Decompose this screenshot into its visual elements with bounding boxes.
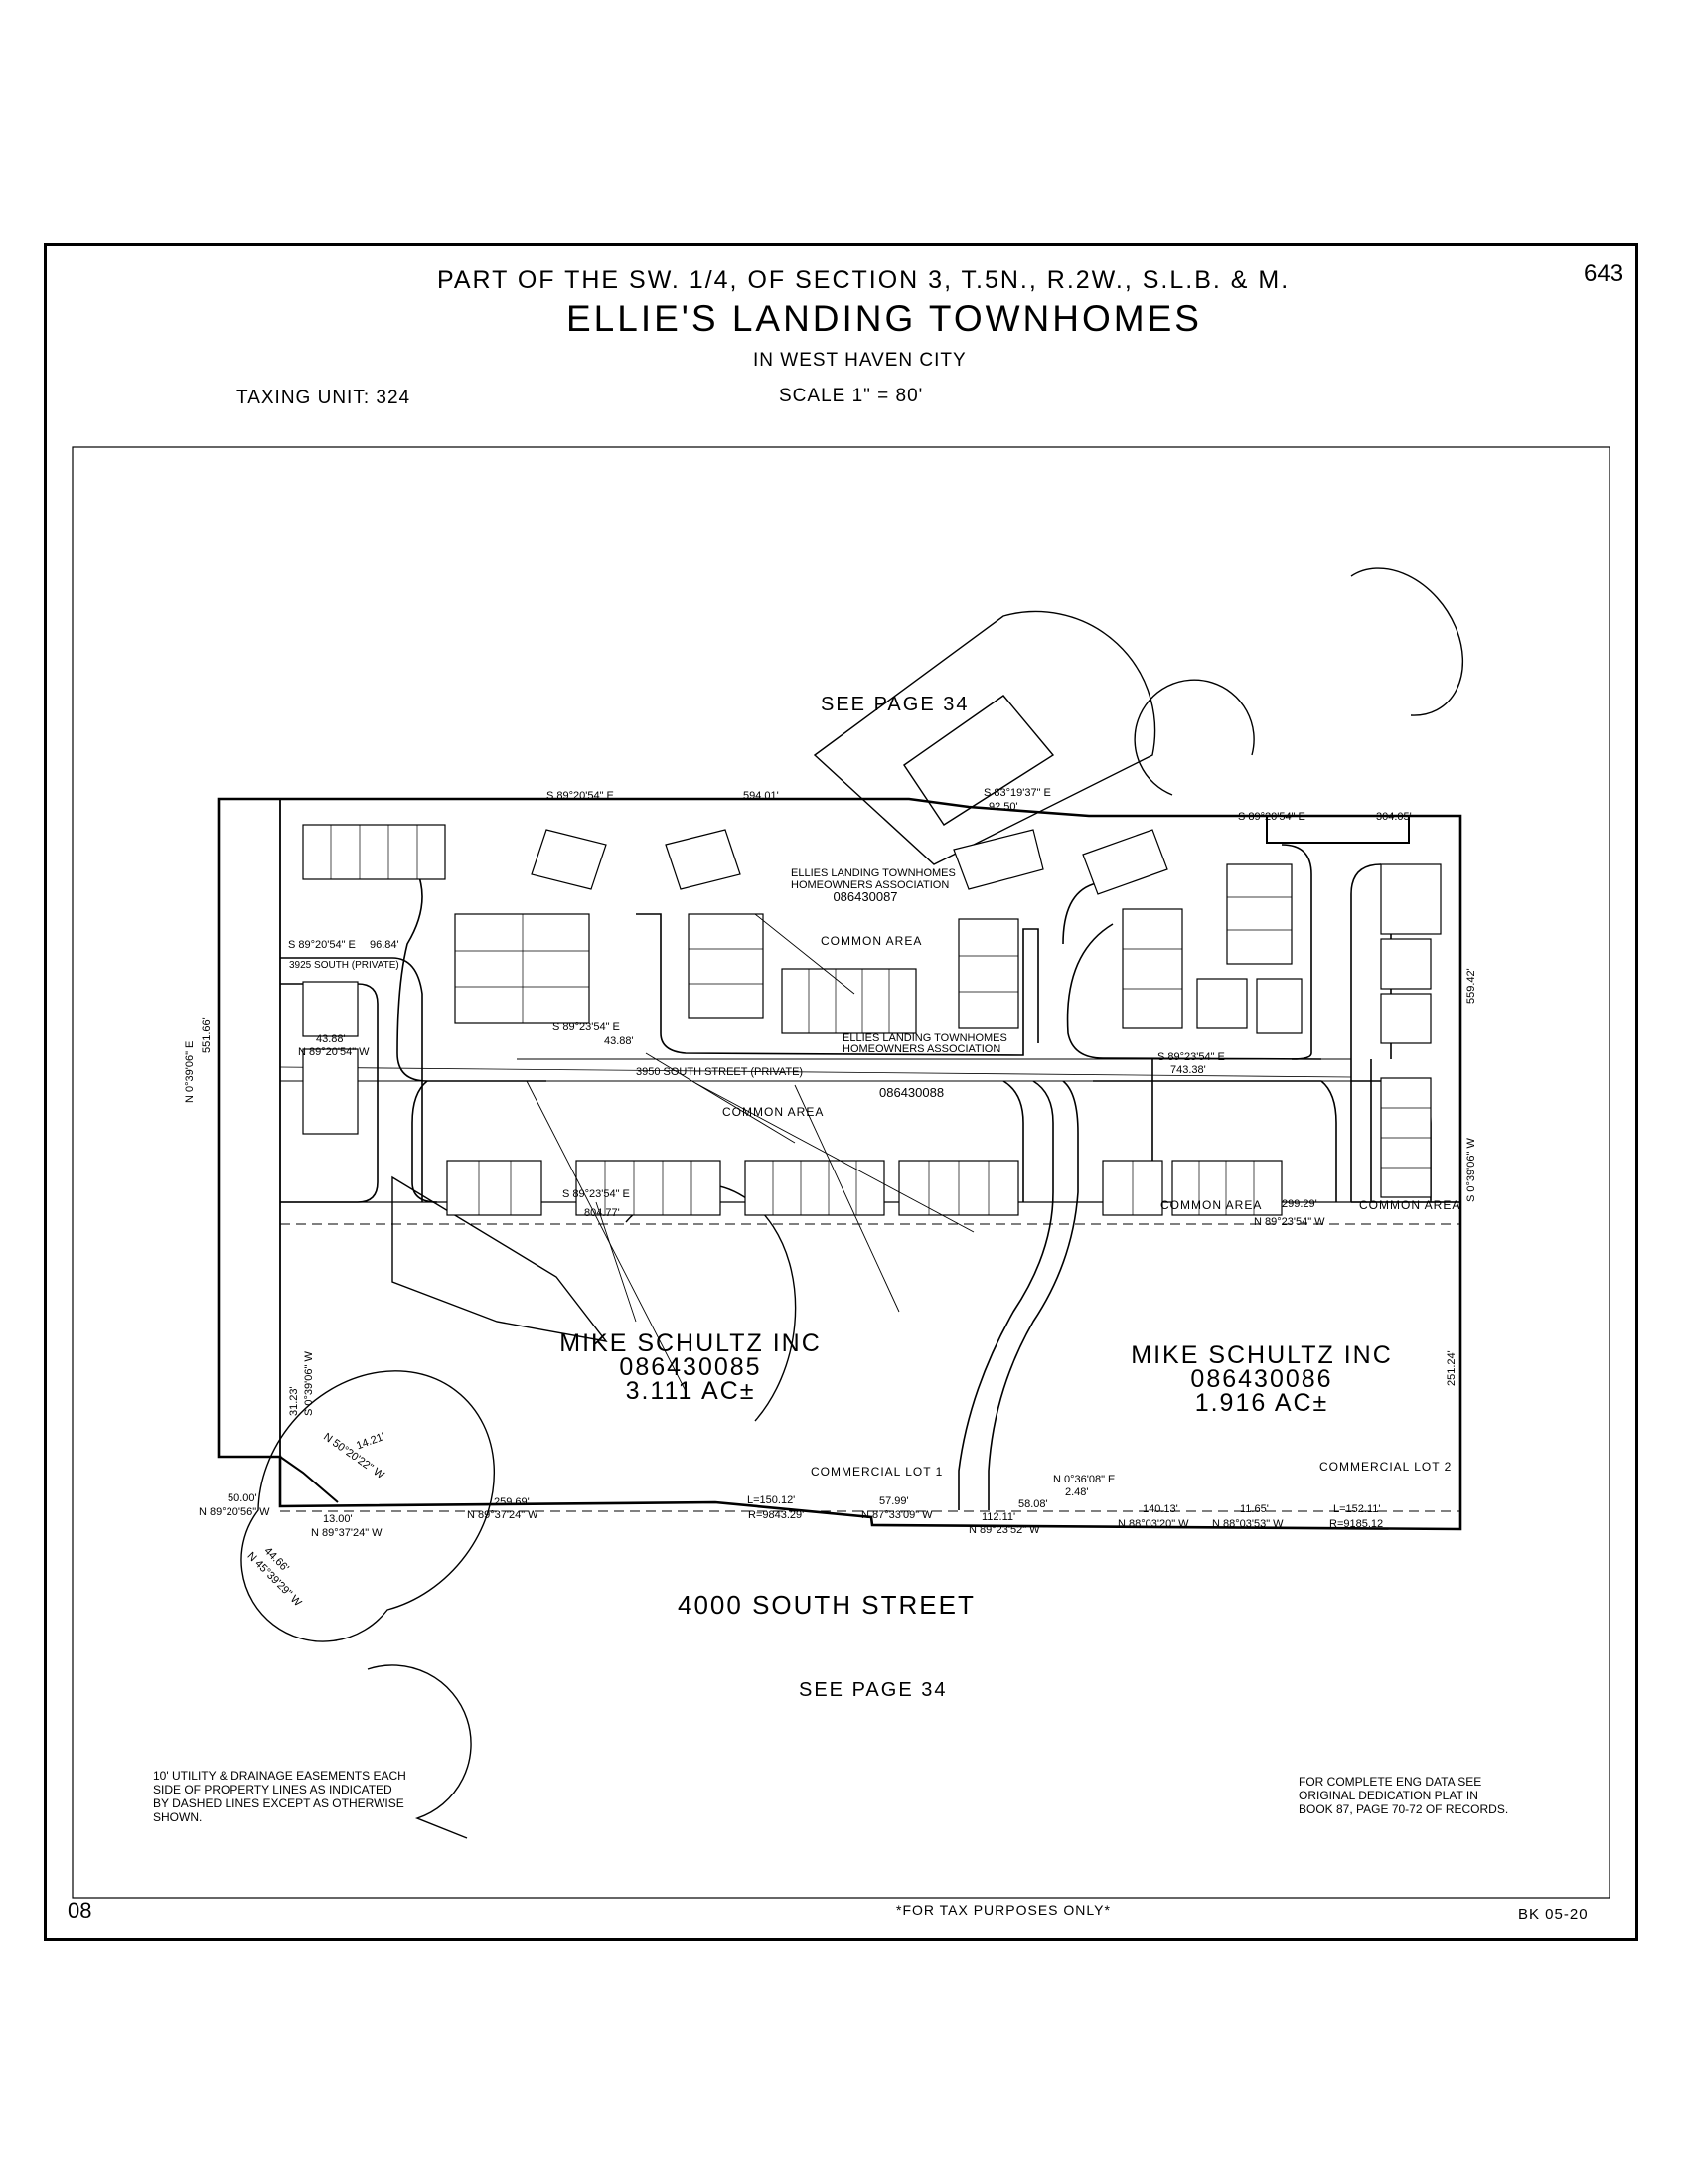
dim-nw-dist-3: 43.88' xyxy=(604,1035,634,1047)
west-strip xyxy=(219,798,281,1457)
dim-nw-bearing: S 89°20'54" E xyxy=(288,939,356,951)
easement-note: 10' UTILITY & DRAINAGE EASEMENTS EACH SI… xyxy=(153,1769,406,1824)
hoa-top-line2: HOMEOWNERS ASSOCIATION xyxy=(791,879,950,891)
dim-mid-dist-2: 743.38' xyxy=(1170,1064,1206,1076)
parcel-lot1-area: 3.111 AC± xyxy=(625,1377,756,1405)
road-3450-curve xyxy=(958,1080,1054,1510)
see-page-top: SEE PAGE 34 xyxy=(821,694,970,715)
dim-mid-bearing-2: S 89°23'54" E xyxy=(1157,1051,1225,1063)
parcel-lot2: MIKE SCHULTZ INC 086430086 1.916 AC± xyxy=(1113,1341,1411,1417)
inner-map-frame xyxy=(72,446,1610,1899)
dim-bl-bearing-8: N 88°03'53" W xyxy=(1212,1518,1284,1530)
dim-bl-dist-2: 259.69' xyxy=(494,1496,530,1508)
dim-north-bearing-1: S 89°20'54" E xyxy=(546,790,614,802)
dim-east-bearing: S 0°39'06" W xyxy=(1465,1138,1477,1202)
dim-east-lot2: 251.24' xyxy=(1446,1350,1457,1386)
dim-nw-dist: 96.84' xyxy=(370,939,399,951)
dim-mid-bearing-1: S 89°23'54" E xyxy=(562,1188,630,1200)
dim-bl-curve-l: L=150.12' xyxy=(747,1494,796,1506)
dim-bl-curve-r: R=9843.29' xyxy=(748,1509,805,1521)
street-3950-south: 3950 SOUTH STREET (PRIVATE) xyxy=(636,1066,804,1078)
parcel-lot1-id: 086430085 xyxy=(619,1353,762,1381)
dim-bl-bearing-5: N 0°36'08" E xyxy=(1053,1474,1116,1485)
dim-west-bearing: N 0°39'06" E xyxy=(184,1040,196,1103)
street-3950-center xyxy=(279,1066,1352,1078)
dim-bl-curve-r2: R=9185.12 xyxy=(1329,1518,1384,1530)
see-page-bottom: SEE PAGE 34 xyxy=(799,1679,948,1701)
dim-sw-bearing-4: S 0°39'06" W xyxy=(303,1351,315,1416)
dim-mid-dist-1: 804.77' xyxy=(584,1207,620,1219)
dim-bl-bearing-1: N 89°20'56" W xyxy=(199,1506,270,1518)
road-3460-loop xyxy=(396,854,546,1082)
dim-bl-bearing-4: N 89°23'52" W xyxy=(969,1524,1040,1536)
north-notch xyxy=(1266,816,1410,844)
taxing-unit-label: TAXING UNIT: 324 xyxy=(236,388,411,408)
dim-sw-dist-4: 31.23' xyxy=(288,1386,300,1416)
dim-north-bearing-3: S 89°20'54" E xyxy=(1238,811,1305,823)
commercial-lot1-label: COMMERCIAL LOT 1 xyxy=(811,1465,944,1479)
hoa-mid-id: 086430088 xyxy=(879,1085,945,1100)
street-3925-south: 3925 SOUTH (PRIVATE) xyxy=(289,960,399,971)
dim-bl-dist-8: 11.65' xyxy=(1240,1503,1269,1515)
dim-north-dist-2: 92.50' xyxy=(989,801,1018,813)
hoa-mid-line2: HOMEOWNERS ASSOCIATION xyxy=(843,1043,1001,1055)
dim-sw-bearing-1: N 89°37'24" W xyxy=(311,1527,383,1539)
footer-left-code: 08 xyxy=(68,1898,92,1923)
hoa-mid: ELLIES LANDING TOWNHOMES HOMEOWNERS ASSO… xyxy=(843,1032,1007,1055)
dim-nw-bearing-4: S 89°23'54" E xyxy=(552,1021,620,1033)
dim-bl-dist-7: 140.13' xyxy=(1143,1503,1178,1515)
parcel-lot2-owner: MIKE SCHULTZ INC xyxy=(1131,1341,1393,1369)
eng-data-note: FOR COMPLETE ENG DATA SEE ORIGINAL DEDIC… xyxy=(1299,1775,1509,1816)
common-area-top: COMMON AREA xyxy=(821,934,923,948)
dim-north-bearing-2: S 83°19'37" E xyxy=(984,787,1051,799)
common-area-right: COMMON AREA xyxy=(1359,1198,1461,1212)
common-area-mid: COMMON AREA xyxy=(722,1105,825,1119)
dim-sw-dist-1: 13.00' xyxy=(323,1513,353,1525)
dim-bl-dist-3: 57.99' xyxy=(879,1495,909,1507)
parcel-lot2-id: 086430086 xyxy=(1190,1365,1333,1393)
street-4000-south: 4000 SOUTH STREET xyxy=(678,1590,976,1620)
commercial-lot2-label: COMMERCIAL LOT 2 xyxy=(1319,1460,1453,1474)
dim-nw-bearing-3: N 89°20'54" W xyxy=(298,1046,370,1058)
dim-bl-bearing-3: N 87°33'09" W xyxy=(861,1509,933,1521)
hoa-top: ELLIES LANDING TOWNHOMES HOMEOWNERS ASSO… xyxy=(791,867,956,904)
page-number: 643 xyxy=(1584,260,1624,287)
parcel-lot2-area: 1.916 AC± xyxy=(1194,1389,1329,1417)
scale-label: SCALE 1" = 80' xyxy=(779,386,924,406)
townhome-lot-blocks xyxy=(302,824,1442,1216)
hoa-top-id: 086430087 xyxy=(833,889,898,904)
dim-bl-dist-4: 112.11' xyxy=(982,1511,1016,1523)
dim-east-dist: 559.42' xyxy=(1465,968,1477,1004)
dim-bl-curve-l2: L=152.11' xyxy=(1333,1503,1381,1515)
dim-mid-dist-3: 299.29' xyxy=(1282,1198,1317,1210)
dim-bl-dist-5: 58.08' xyxy=(1018,1498,1048,1510)
hoa-mid-line1: ELLIES LANDING TOWNHOMES xyxy=(843,1032,1007,1044)
parcel-lot1-owner: MIKE SCHULTZ INC xyxy=(559,1329,822,1357)
common-area-lower: COMMON AREA xyxy=(1160,1198,1263,1212)
dim-north-dist-1: 594.01' xyxy=(743,790,779,802)
hoa-top-line1: ELLIES LANDING TOWNHOMES xyxy=(791,867,956,879)
city-label: IN WEST HAVEN CITY xyxy=(753,350,967,371)
dim-bl-bearing-2: N 89°37'24" W xyxy=(467,1509,538,1521)
dim-bl-bearing-7: N 88°03'20" W xyxy=(1118,1518,1189,1530)
parcel-lot1: MIKE SCHULTZ INC 086430085 3.111 AC± xyxy=(541,1329,840,1405)
road-3925-loop xyxy=(280,957,423,1202)
dim-mid-bearing-3: N 89°23'54" W xyxy=(1254,1216,1325,1228)
plat-sheet-frame xyxy=(44,243,1638,1941)
dim-north-dist-3: 304.05' xyxy=(1376,811,1412,823)
plat-title: ELLIE'S LANDING TOWNHOMES xyxy=(566,298,1202,339)
dim-nw-dist-2: 43.88' xyxy=(316,1033,346,1045)
dim-west-dist: 551.66' xyxy=(201,1017,213,1053)
section-description: PART OF THE SW. 1/4, OF SECTION 3, T.5N.… xyxy=(437,266,1291,294)
sw-corner-cutoff xyxy=(279,1456,339,1503)
stamp-watermark xyxy=(240,567,1464,1839)
dim-bl-dist-1: 50.00' xyxy=(228,1492,257,1504)
footer-tax-note: *FOR TAX PURPOSES ONLY* xyxy=(896,1902,1111,1918)
road-3370-loop xyxy=(1281,844,1312,1060)
dim-bl-dist-6: 2.48' xyxy=(1065,1486,1089,1498)
footer-book-ref: BK 05-20 xyxy=(1518,1906,1589,1923)
